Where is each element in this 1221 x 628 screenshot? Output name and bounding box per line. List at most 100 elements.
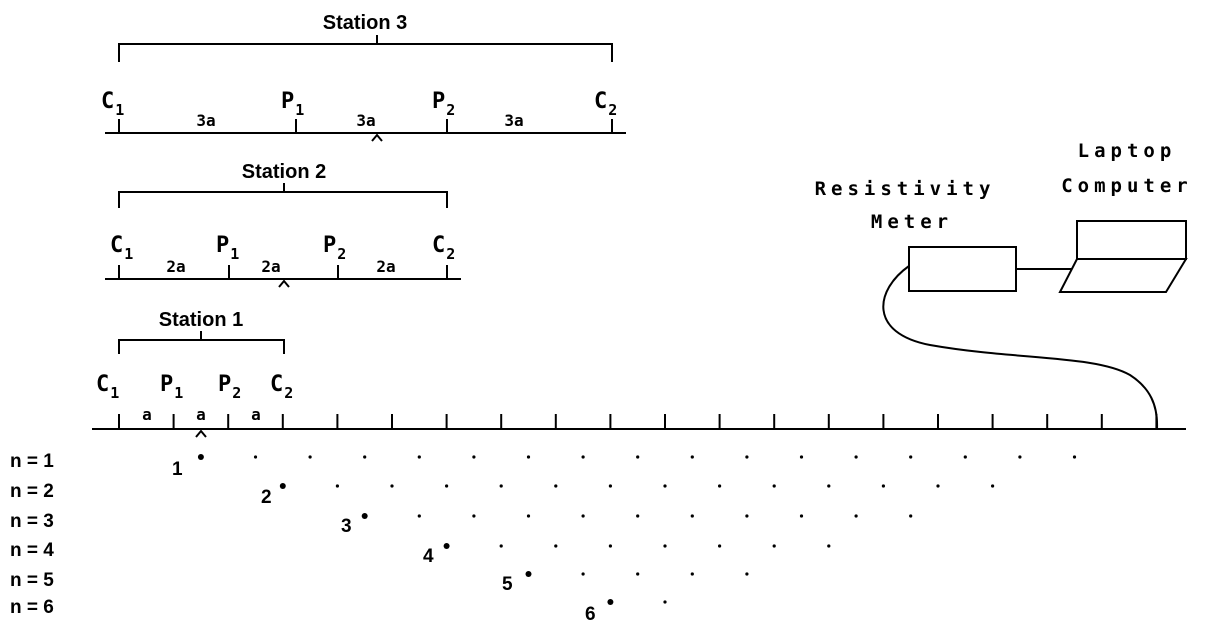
measurement-point (690, 572, 694, 576)
measurement-point (581, 514, 585, 518)
station-3-title: Station 3 (323, 12, 407, 34)
measurement-point (963, 455, 967, 459)
level-start-point (279, 483, 286, 489)
level-start-point (197, 454, 204, 460)
measurement-point (1018, 455, 1022, 459)
level-start-point (361, 513, 368, 519)
station-1-electrode-p1: P1 (160, 372, 183, 402)
measurement-point (663, 600, 667, 604)
level-3: n = 3 3 (10, 511, 913, 537)
measurement-point (472, 514, 476, 518)
measurement-point (608, 544, 613, 548)
station-3-spacing-1: 3a (196, 111, 215, 130)
measurement-point (636, 514, 640, 518)
meter-cable (882, 265, 1159, 430)
station-3-electrode-p2: P2 (432, 89, 455, 119)
station-2-title: Station 2 (242, 161, 326, 183)
measurement-point (445, 484, 449, 488)
station-1-spacing-3: a (251, 405, 261, 424)
station-3-midpoint-caret (371, 133, 383, 142)
measurement-point (554, 484, 558, 488)
measurement-point (526, 514, 531, 518)
electrode-ticks (118, 414, 1158, 429)
level-1: n = 1 1 (10, 451, 1077, 480)
measurement-point (636, 455, 640, 459)
measurement-point (909, 514, 913, 518)
measurement-point (417, 514, 421, 518)
station-2-midpoint-caret (278, 279, 290, 288)
measurement-point (718, 484, 722, 488)
station-3-electrode-c1: C1 (101, 89, 124, 119)
level-6: n = 6 6 (10, 597, 667, 625)
station-1-title: Station 1 (159, 309, 243, 331)
measurement-point (936, 484, 940, 488)
level-start-point (607, 599, 614, 605)
pseudosection-levels: n = 1 1 n = 2 2 n = 3 3 n = 4 4 n = 5 5 … (10, 451, 1077, 625)
level-start-point (443, 543, 450, 549)
station-3-spacing-2: 3a (356, 111, 375, 130)
meter-label-line1: Resistivity (815, 178, 996, 200)
measurement-point (663, 544, 667, 548)
measurement-point (499, 544, 503, 548)
meter-box (908, 246, 1017, 292)
laptop-label-line2: Computer (1061, 175, 1193, 197)
station-1-electrode-c1: C1 (96, 372, 119, 402)
level-marker-number: 2 (261, 487, 272, 508)
station-1-electrode-p2: P2 (218, 372, 241, 402)
measurement-point (608, 484, 613, 488)
measurement-point (390, 484, 394, 488)
station-3-electrode-p1: P1 (281, 89, 304, 119)
level-5: n = 5 5 (10, 570, 749, 595)
station-2-electrode-p2: P2 (323, 233, 346, 263)
station-3-ticks (118, 119, 613, 133)
measurement-point (308, 455, 312, 459)
survey-line (92, 414, 1186, 430)
resistivity-meter: Resistivity Meter (815, 178, 1077, 292)
measurement-point (745, 455, 749, 459)
station-1: Station 1 C1 P1 P2 C2 a a a (96, 309, 293, 438)
measurement-point (363, 455, 367, 459)
station-3-electrode-c2: C2 (594, 89, 617, 119)
level-marker-number: 3 (341, 516, 352, 537)
measurement-point (854, 514, 858, 518)
station-2-ticks (118, 265, 448, 279)
level-label: n = 3 (10, 511, 54, 532)
station-1-spacing-1: a (142, 405, 152, 424)
measurement-point (772, 484, 776, 488)
station-3-spacing-3: 3a (504, 111, 523, 130)
station-3: Station 3 C1 P1 P2 C2 3a 3a 3a (101, 12, 626, 142)
meter-label-line2: Meter (871, 211, 953, 233)
station-2-bracket (118, 183, 448, 208)
level-marker-number: 4 (423, 546, 434, 567)
level-label: n = 1 (10, 451, 54, 472)
level-label: n = 2 (10, 481, 54, 502)
measurement-point (663, 484, 667, 488)
station-1-bracket (118, 331, 285, 354)
laptop-label-line1: Laptop (1078, 140, 1177, 162)
measurement-point (745, 514, 749, 518)
measurement-point (881, 484, 886, 488)
measurement-point (253, 455, 258, 459)
station-1-spacing-2: a (196, 405, 206, 424)
measurement-point (472, 455, 476, 459)
measurement-point (718, 544, 722, 548)
station-2-electrode-p1: P1 (216, 233, 239, 263)
measurement-point (499, 484, 503, 488)
measurement-point (827, 544, 831, 548)
station-2-electrode-c1: C1 (110, 233, 133, 263)
measurement-point (745, 572, 749, 576)
station-1-midpoint-caret (195, 429, 207, 438)
laptop-screen (1076, 220, 1187, 260)
level-marker-number: 1 (172, 459, 183, 480)
measurement-point (772, 544, 776, 548)
measurement-point (526, 455, 531, 459)
level-label: n = 6 (10, 597, 54, 618)
station-2-spacing-3: 2a (376, 257, 395, 276)
measurement-point (636, 572, 640, 576)
measurement-point (690, 514, 694, 518)
level-marker-number: 6 (585, 604, 596, 625)
measurement-point (690, 455, 694, 459)
measurement-point (799, 514, 804, 518)
level-marker-number: 5 (502, 574, 513, 595)
